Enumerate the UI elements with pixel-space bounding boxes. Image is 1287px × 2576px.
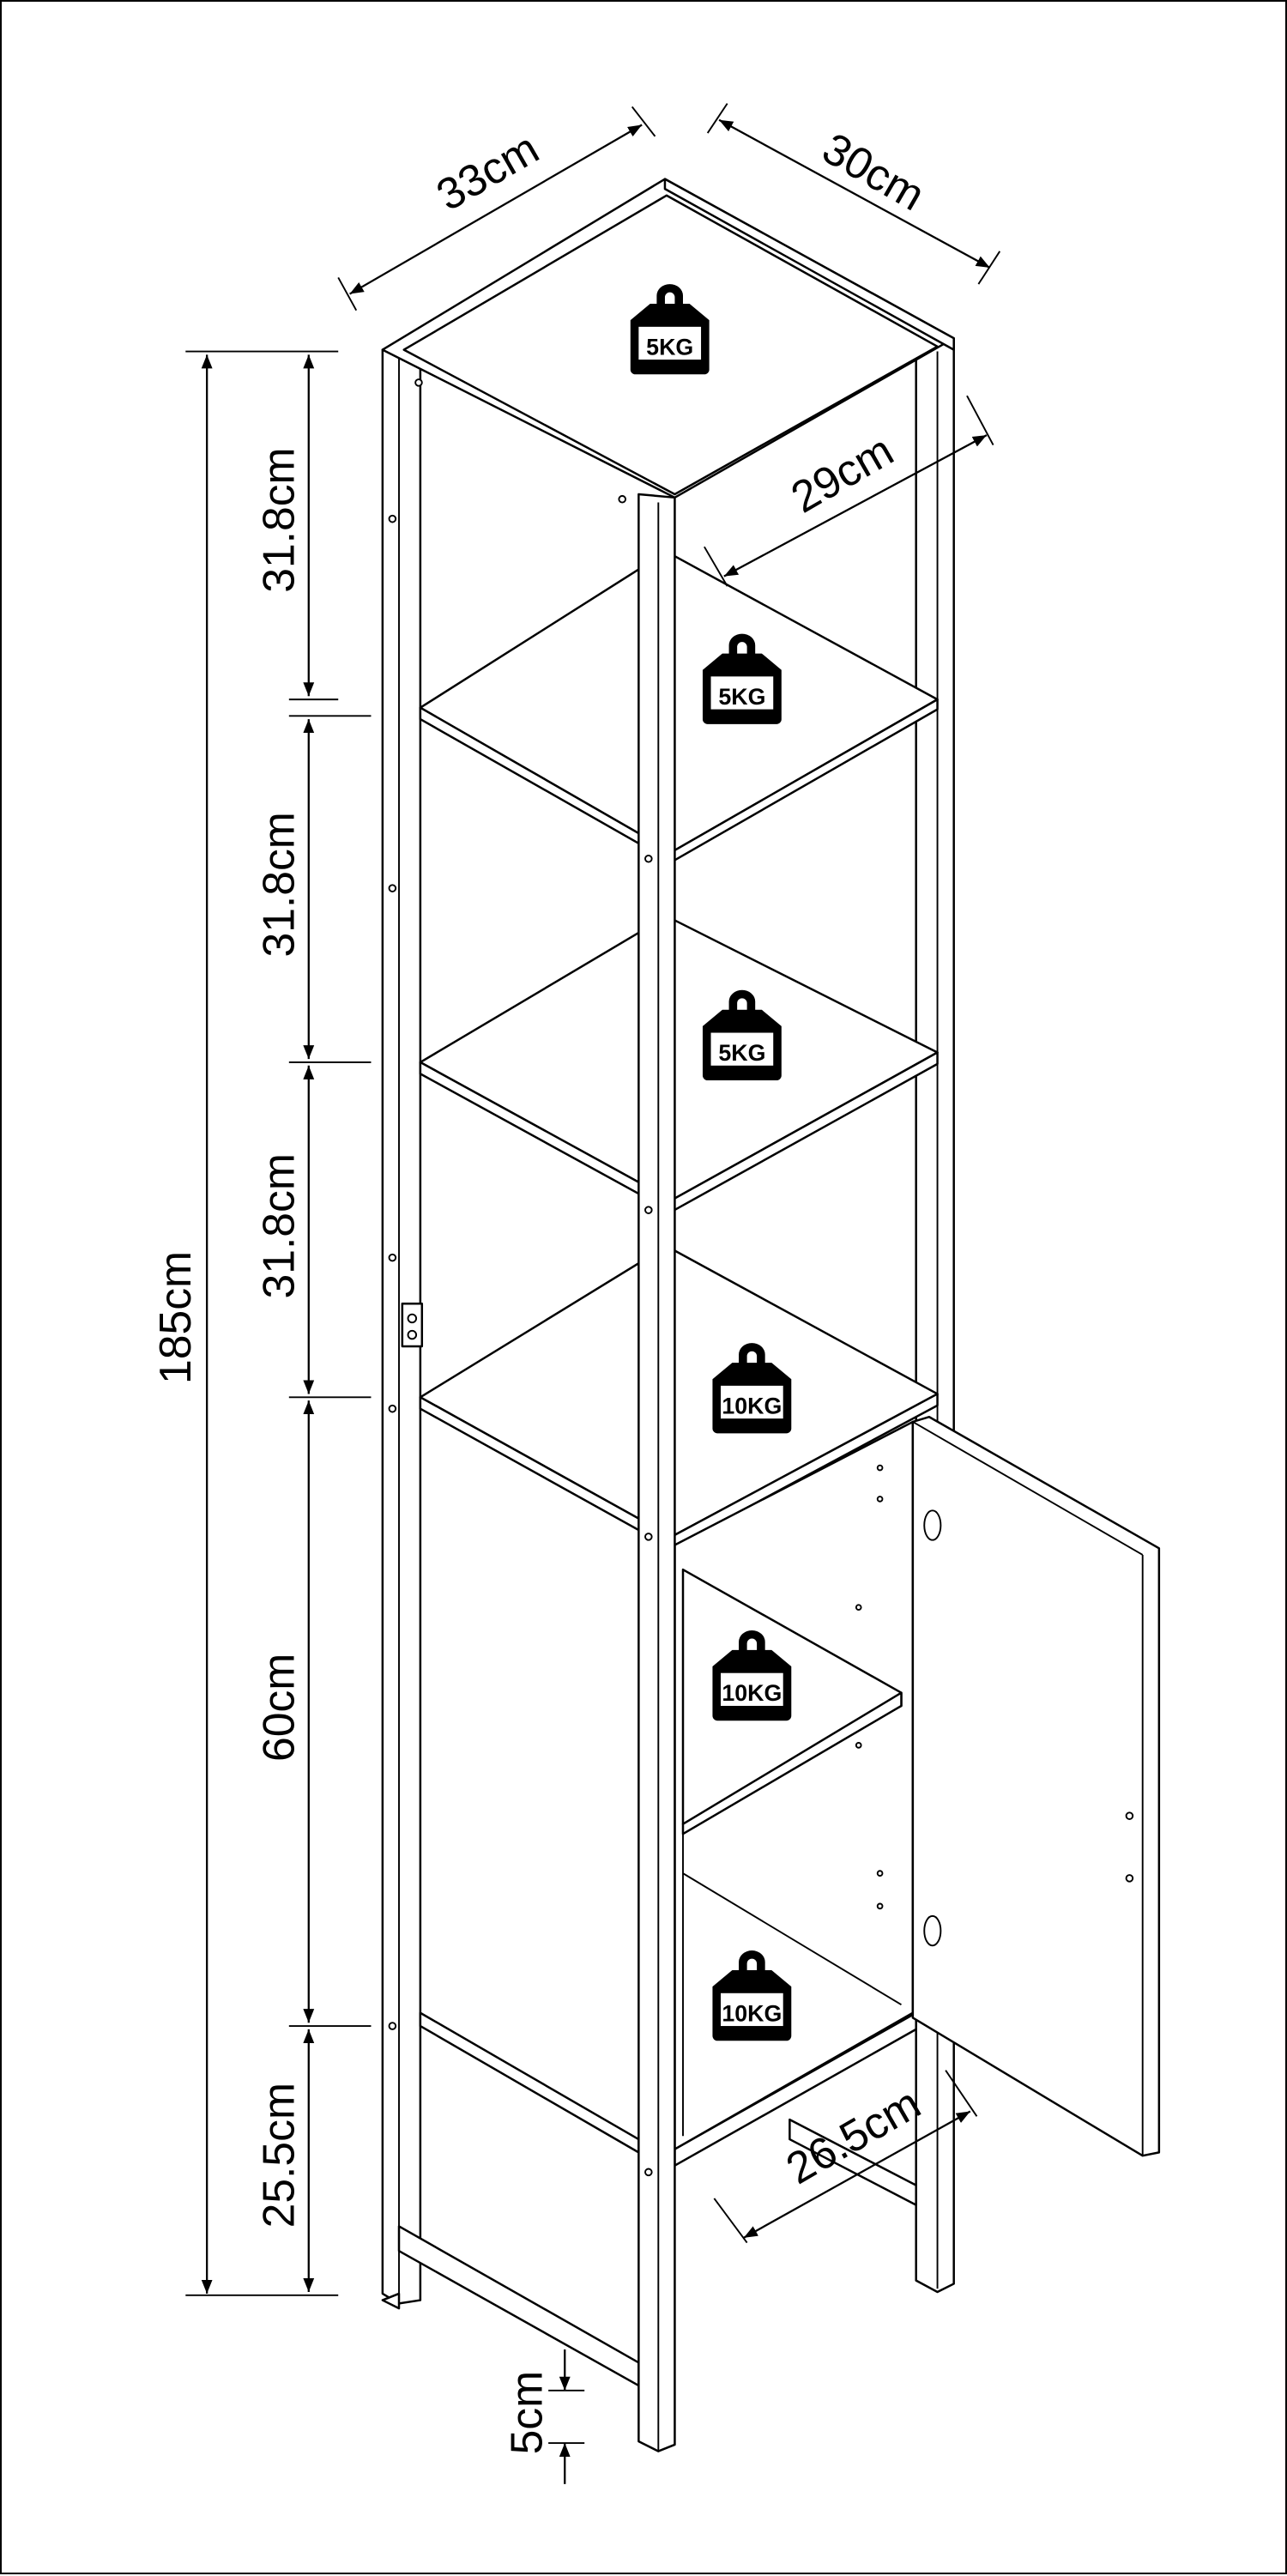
- shelf-3: [419, 1245, 939, 1550]
- svg-text:10KG: 10KG: [722, 1680, 782, 1706]
- weight-icon-top: 5KG: [630, 284, 710, 375]
- shelf-1: [419, 550, 939, 863]
- dimension-total-height: 185cm: [150, 350, 339, 2296]
- svg-text:60cm: 60cm: [254, 1654, 304, 1762]
- cabinet: [674, 1420, 915, 2150]
- svg-text:10KG: 10KG: [722, 2000, 782, 2026]
- weight-icon-shelf-2: 5KG: [702, 989, 782, 1081]
- dimension-leg: 5cm: [501, 2349, 585, 2484]
- svg-text:31.8cm: 31.8cm: [254, 447, 304, 592]
- front-post: [414, 378, 676, 2452]
- svg-text:33cm: 33cm: [428, 123, 547, 220]
- hinge-cup-icon: [923, 1914, 942, 1947]
- weight-icon-cabinet-bottom: 10KG: [712, 1950, 792, 2041]
- svg-text:5cm: 5cm: [501, 2371, 551, 2455]
- weight-icon-cabinet-shelf: 10KG: [712, 1630, 792, 1721]
- hinge-cup-icon: [923, 1509, 942, 1541]
- weight-icon-shelf-3: 10KG: [712, 1343, 792, 1434]
- svg-text:31.8cm: 31.8cm: [254, 1153, 304, 1298]
- cabinet-door[interactable]: [911, 1415, 1161, 2157]
- svg-text:29cm: 29cm: [782, 425, 901, 522]
- svg-text:10KG: 10KG: [722, 1393, 782, 1418]
- hinge-icon: [401, 1302, 424, 1348]
- svg-text:5KG: 5KG: [646, 334, 693, 360]
- svg-text:5KG: 5KG: [718, 684, 765, 710]
- weight-icon-shelf-1: 5KG: [702, 633, 782, 724]
- svg-text:185cm: 185cm: [150, 1251, 200, 1384]
- left-post: [381, 342, 424, 2305]
- shelf-2: [419, 915, 939, 1213]
- dimension-sections: 31.8cm 31.8cm 31.8cm 60cm 25.5cm: [254, 354, 372, 2293]
- svg-text:5KG: 5KG: [718, 1040, 765, 1066]
- svg-text:25.5cm: 25.5cm: [254, 2083, 304, 2228]
- svg-text:31.8cm: 31.8cm: [254, 812, 304, 957]
